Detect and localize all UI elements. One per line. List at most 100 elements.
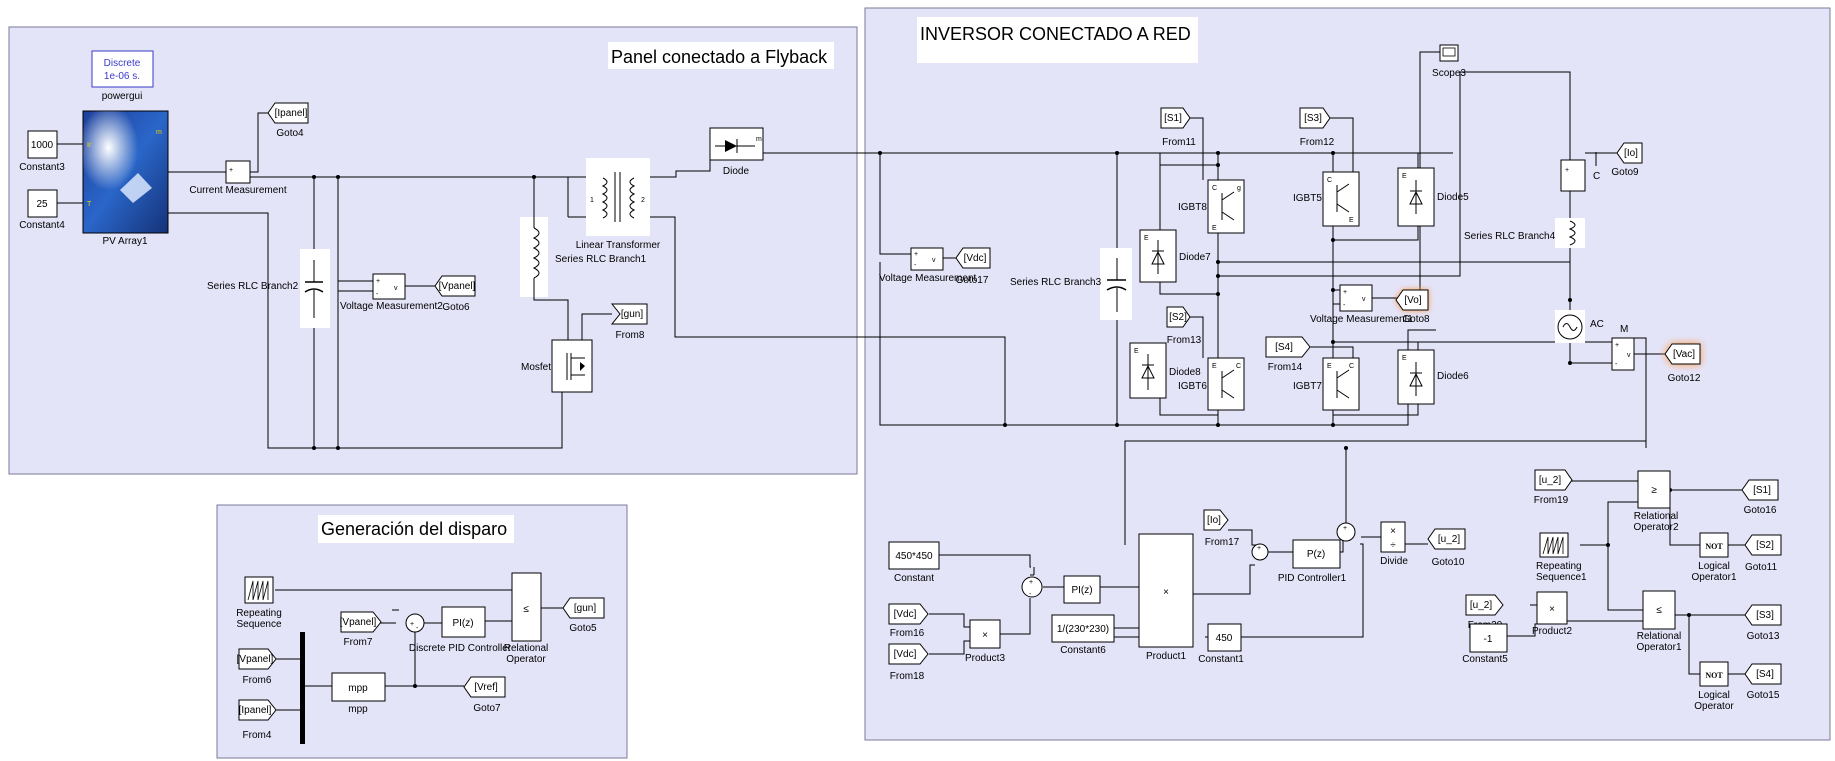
product2-block[interactable]: × Product2 [1532,591,1572,637]
from6-block[interactable]: [Vpanel] From6 [237,648,277,686]
goto4-block[interactable]: [Ipanel] Goto4 [267,102,309,139]
powergui-block[interactable]: Discrete 1e-06 s. powergui [91,50,154,102]
repeating-sequence1-block[interactable]: Repeating Sequence1 [1536,532,1587,583]
igbt7-c: C [1349,363,1354,370]
product3-block[interactable]: × Product3 [965,619,1005,664]
mux-bar[interactable] [300,632,305,744]
logical-operator-block[interactable]: NOT Logical Operator [1694,661,1734,712]
mosfet-block[interactable]: Mosfet [521,339,593,393]
vm-port: v [932,257,936,264]
from17-block[interactable]: [Io] From17 [1203,509,1240,548]
igbt8-block[interactable]: C E g IGBT8 [1178,179,1245,234]
logical-operator1-block[interactable]: NOT Logical Operator1 [1691,532,1737,583]
igbt7-block[interactable]: E C IGBT7 [1293,357,1360,411]
rlc-branch2-block[interactable]: Series RLC Branch2 [207,249,330,328]
transformer-port2: 2 [641,197,645,204]
voltage-measurement2-block[interactable]: + - v Voltage Measurement2 [340,273,443,312]
goto17-block[interactable]: [Vdc] Goto17 [955,247,991,286]
goto10-block[interactable]: [u_2] Goto10 [1427,528,1466,568]
discrete-pid-block[interactable]: PI(z) Discrete PID Controller [409,606,512,654]
goto9-block[interactable]: [Io] Goto9 [1611,142,1643,178]
divide-block[interactable]: × ÷ Divide [1380,521,1408,567]
diode5-block[interactable]: E Diode5 [1397,167,1469,227]
constant-block[interactable]: 450*450 Constant [888,541,940,584]
sum-trigger-block[interactable]: + - [405,613,425,633]
pi-z-block[interactable]: PI(z) [1063,575,1101,604]
sum-vdc-block[interactable]: + - [1021,576,1043,598]
constant3-block[interactable]: 1000 Constant3 [19,130,65,173]
voltage-measurement-block[interactable]: + - v Voltage Measurement [879,247,977,284]
discrete-pid-label: Discrete PID Controller [409,643,512,654]
pv-port-ir: Ir [87,142,92,149]
relational-operator1-block[interactable]: ≤ Relational Operator1 [1636,590,1682,653]
from8-block[interactable]: [gun] From8 [610,303,648,341]
goto16-block[interactable]: [S1] Goto16 [1741,479,1779,516]
transformer-port1: 1 [590,197,594,204]
pv-array-block[interactable]: Ir T m PV Array1 [82,110,169,247]
voltage-measurement-m-block[interactable]: + - v M [1611,324,1635,371]
vm1-plus: + [1343,289,1347,296]
relational-operator2-block[interactable]: ≥ Relational Operator2 [1633,470,1679,533]
diode8-block[interactable]: E Diode8 [1129,342,1201,399]
from19-block[interactable]: [u_2] From19 [1534,469,1573,506]
goto13-block[interactable]: [S3] Goto13 [1744,604,1782,642]
rlc-branch3-block[interactable]: Series RLC Branch3 [1010,248,1132,320]
rlc-branch4-label: Series RLC Branch4 [1464,231,1556,242]
diode7-block[interactable]: E Diode7 [1139,229,1211,283]
diode-port-m: m [756,136,762,143]
product1-block[interactable]: × Product1 [1138,533,1194,662]
from18-block[interactable]: [Vdc] From18 [888,643,929,682]
from4-block[interactable]: [Ipanel] From4 [238,699,277,741]
diode-block[interactable]: m Diode [709,127,764,177]
goto6-block[interactable]: [Vpanel] Goto6 [434,275,476,313]
igbt6-label: IGBT6 [1178,381,1207,392]
current-measurement-block[interactable]: + Current Measurement [189,160,287,196]
mosfet-label: Mosfet [521,362,551,373]
mpp-block[interactable]: mpp mpp [331,672,386,715]
goto15-label: Goto15 [1747,690,1780,701]
from16-label: From16 [890,628,925,639]
constant5-block[interactable]: -1 Constant5 [1462,623,1508,665]
current-measurement-c-block[interactable]: + C [1560,159,1600,192]
from12-block[interactable]: [S3] From12 [1299,107,1335,148]
constant4-block[interactable]: 25 Constant4 [19,189,65,231]
goto11-block[interactable]: [S2] Goto11 [1744,534,1782,573]
linear-transformer-block[interactable]: 1 2 Linear Transformer [576,158,661,251]
rlc-branch4-block[interactable]: Series RLC Branch4 [1464,218,1585,248]
igbt5-block[interactable]: C E IGBT5 [1293,171,1360,227]
vm-m-v: v [1627,352,1631,359]
from16-block[interactable]: [Vdc] From16 [888,603,929,639]
ac-source-block[interactable]: AC [1555,310,1604,343]
rlc-branch3-label: Series RLC Branch3 [1010,277,1102,288]
igbt6-block[interactable]: E C IGBT6 [1178,357,1245,411]
constant4-label: Constant4 [19,220,65,231]
diode6-block[interactable]: E Diode6 [1397,349,1469,405]
goto8-label: Goto8 [1402,314,1430,325]
pid-controller1-block[interactable]: P(z) PID Controller1 [1278,539,1347,584]
goto15-block[interactable]: [S4] Goto15 [1744,663,1782,701]
goto4-tag: [Ipanel] [275,108,308,119]
voltage-measurement1-block[interactable]: + - v Voltage Measurement1 [1310,284,1413,325]
constant1-block[interactable]: 450 Constant1 [1198,623,1244,665]
igbt8-e: E [1212,225,1217,232]
goto7-block[interactable]: [Vref] Goto7 [463,676,506,714]
goto12-block[interactable]: [Vac] Goto12 [1664,343,1701,384]
from7-block[interactable]: [Vpanel] From7 [340,611,382,648]
sum-io-block[interactable]: + [1251,543,1269,561]
voltage-measurement-m-label: M [1620,324,1628,335]
from14-block[interactable]: [S4] From14 [1265,336,1311,373]
igbt8-g: g [1237,185,1241,192]
from11-block[interactable]: [S1] From11 [1160,107,1196,148]
rlc-branch1-block[interactable]: Series RLC Branch1 [520,217,647,297]
from13-block[interactable]: [S2] From13 [1166,306,1202,346]
sum-divide-block[interactable]: + [1336,522,1356,542]
powergui-label: powergui [102,91,143,102]
repeating-sequence-block[interactable]: Repeating Sequence [236,576,282,630]
relop1-label-2: Operator1 [1636,642,1681,653]
scope3-block[interactable]: Scope3 [1432,44,1466,79]
goto8-block[interactable]: [Vo] Goto8 [1395,289,1430,325]
relational-operator-block[interactable]: ≤ Relational Operator [504,572,548,665]
constant6-block[interactable]: 1/(230*230) Constant6 [1051,614,1115,656]
goto5-block[interactable]: [gun] Goto5 [562,597,605,634]
product3-label: Product3 [965,653,1005,664]
